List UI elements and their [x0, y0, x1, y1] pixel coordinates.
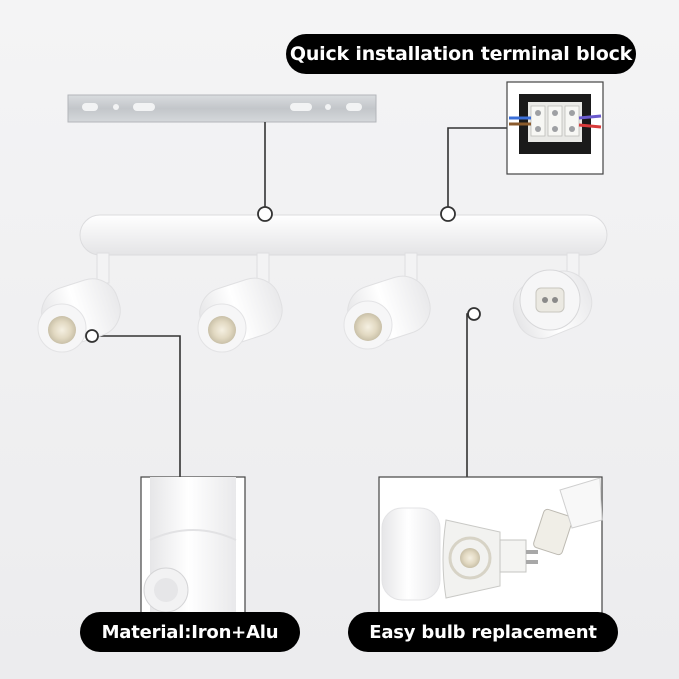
bulb-replacement-inset	[378, 476, 603, 620]
mounting-bracket	[67, 94, 377, 123]
spotlight-1	[37, 252, 121, 353]
callout-lines	[98, 122, 507, 477]
spotlight-4-socket	[467, 252, 593, 339]
callout-dot	[85, 329, 99, 343]
terminal-block-inset	[506, 81, 604, 175]
material-detail-inset	[140, 476, 246, 620]
terminal-block-label: Quick installation terminal block	[286, 34, 636, 74]
spotlight-2	[197, 252, 283, 353]
bulb-replacement-label: Easy bulb replacement	[348, 612, 618, 652]
material-label: Material:Iron+Alu	[80, 612, 300, 652]
ceiling-bar	[79, 206, 608, 256]
spotlight-3	[343, 252, 431, 350]
